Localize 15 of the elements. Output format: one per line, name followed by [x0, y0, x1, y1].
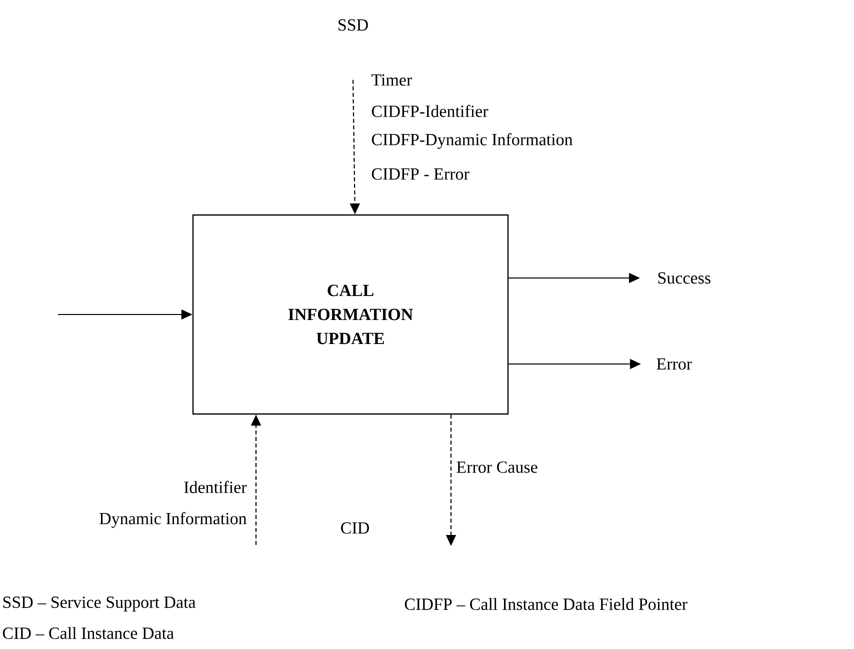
text-label: CIDFP – Call Instance Data Field Pointer	[404, 598, 688, 610]
flow-label: Error	[656, 358, 692, 370]
text-label: Timer	[372, 74, 412, 86]
process-box: CALL INFORMATION UPDATE	[192, 214, 509, 415]
text-label: SSD – Service Support Data	[3, 596, 196, 612]
text-label: CID – Call Instance Data	[2, 627, 174, 639]
text-label: Identifier	[184, 480, 247, 494]
flow-label: Success	[658, 272, 710, 284]
edge-label: Error Cause	[456, 461, 538, 473]
text-label: CIDFP - Error	[372, 168, 470, 180]
text-label: Dynamic Information	[100, 512, 247, 528]
text-label: CIDFP-Identifier	[372, 104, 488, 118]
text-label: CID	[341, 522, 369, 534]
flow-label: SSD	[338, 19, 368, 31]
text-label: CIDFP-Dynamic Information	[372, 133, 573, 149]
